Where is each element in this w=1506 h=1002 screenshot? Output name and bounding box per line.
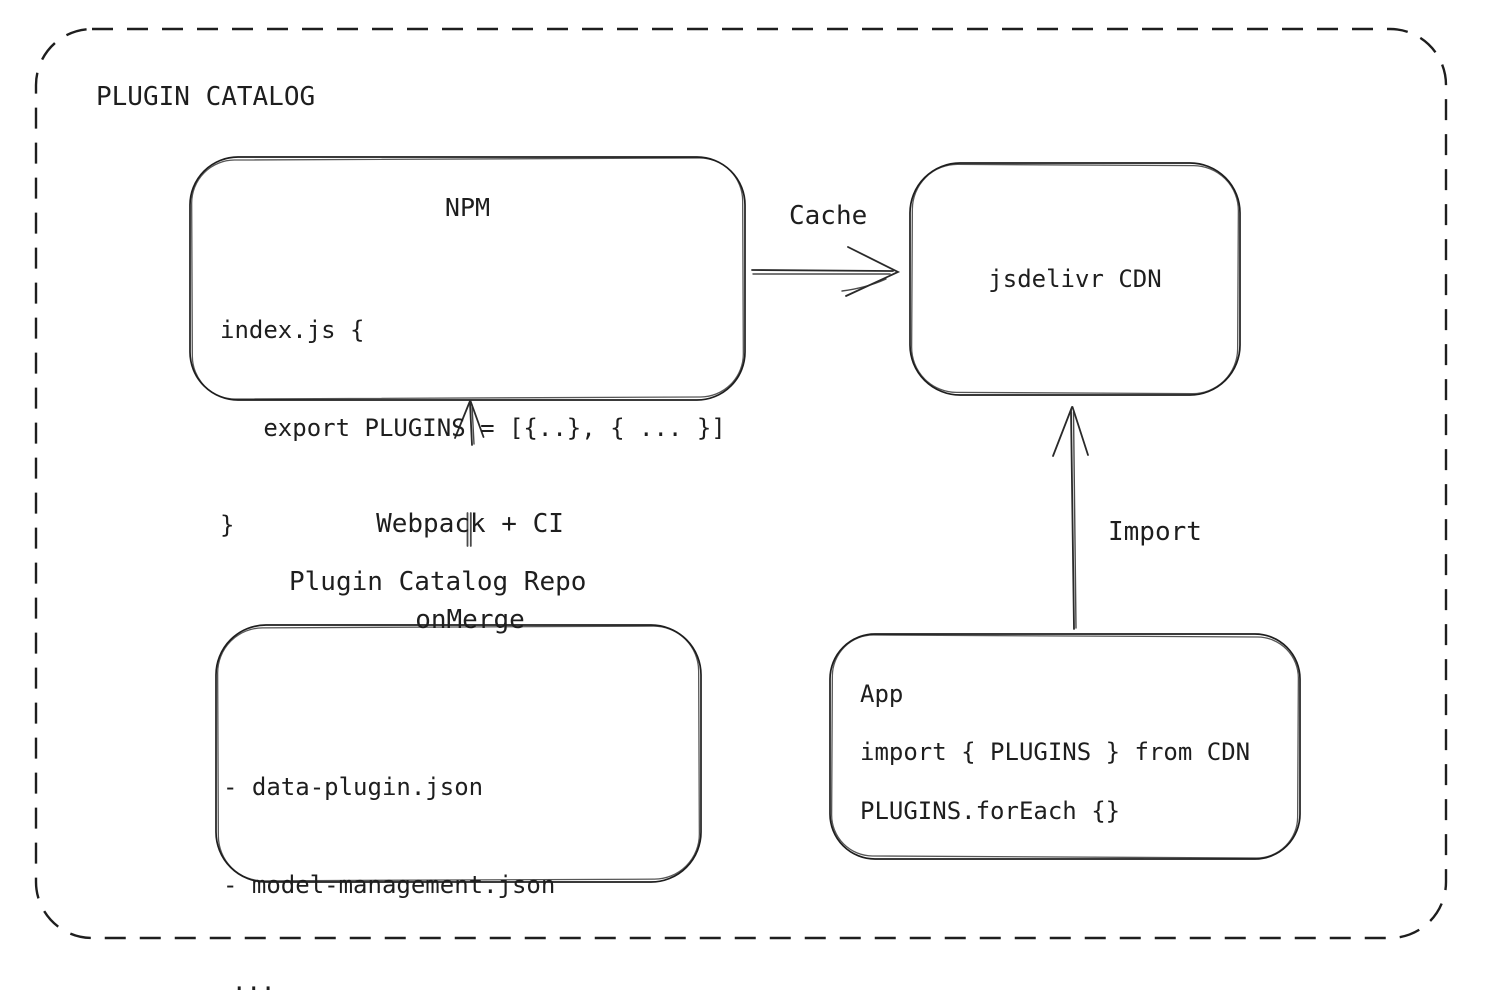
app-box xyxy=(829,633,1301,860)
build-arrow-label: Webpack + CI onMerge xyxy=(320,444,620,700)
npm-box-title: NPM xyxy=(444,193,491,222)
repo-box-title: Plugin Catalog Repo xyxy=(289,567,587,597)
app-code-line-1: import { PLUGINS } from CDN xyxy=(860,738,1251,766)
npm-code-line: } xyxy=(220,511,235,539)
build-arrow-label-line2: onMerge xyxy=(415,605,525,635)
repo-file-item: ... xyxy=(232,968,276,996)
build-arrow-label-line1: Webpack + CI xyxy=(376,509,564,539)
npm-code: index.js { export PLUGINS = [{..}, { ...… xyxy=(220,249,726,607)
repo-box xyxy=(215,624,702,883)
npm-box xyxy=(189,156,746,401)
repo-file-list: - data-plugin.json - model-management.js… xyxy=(223,706,555,1002)
cache-arrow xyxy=(751,246,901,297)
npm-code-line: index.js { xyxy=(220,316,365,344)
import-arrow xyxy=(1052,406,1089,630)
build-arrow xyxy=(454,400,485,446)
app-code-line-2: PLUGINS.forEach {} xyxy=(860,797,1121,825)
build-connector xyxy=(466,512,472,547)
app-box-title: App xyxy=(860,680,904,708)
import-arrow-label: Import xyxy=(1108,517,1202,547)
cdn-box xyxy=(909,162,1241,396)
npm-code-line: export PLUGINS = [{..}, { ... }] xyxy=(220,413,726,442)
cache-arrow-label: Cache xyxy=(789,201,868,231)
repo-file-item: - data-plugin.json xyxy=(223,773,484,801)
diagram-title: PLUGIN CATALOG xyxy=(96,82,316,112)
catalog-boundary xyxy=(34,27,1448,940)
repo-file-item: - model-management.json xyxy=(223,870,556,899)
cdn-box-label: jsdelivr CDN xyxy=(988,265,1162,293)
